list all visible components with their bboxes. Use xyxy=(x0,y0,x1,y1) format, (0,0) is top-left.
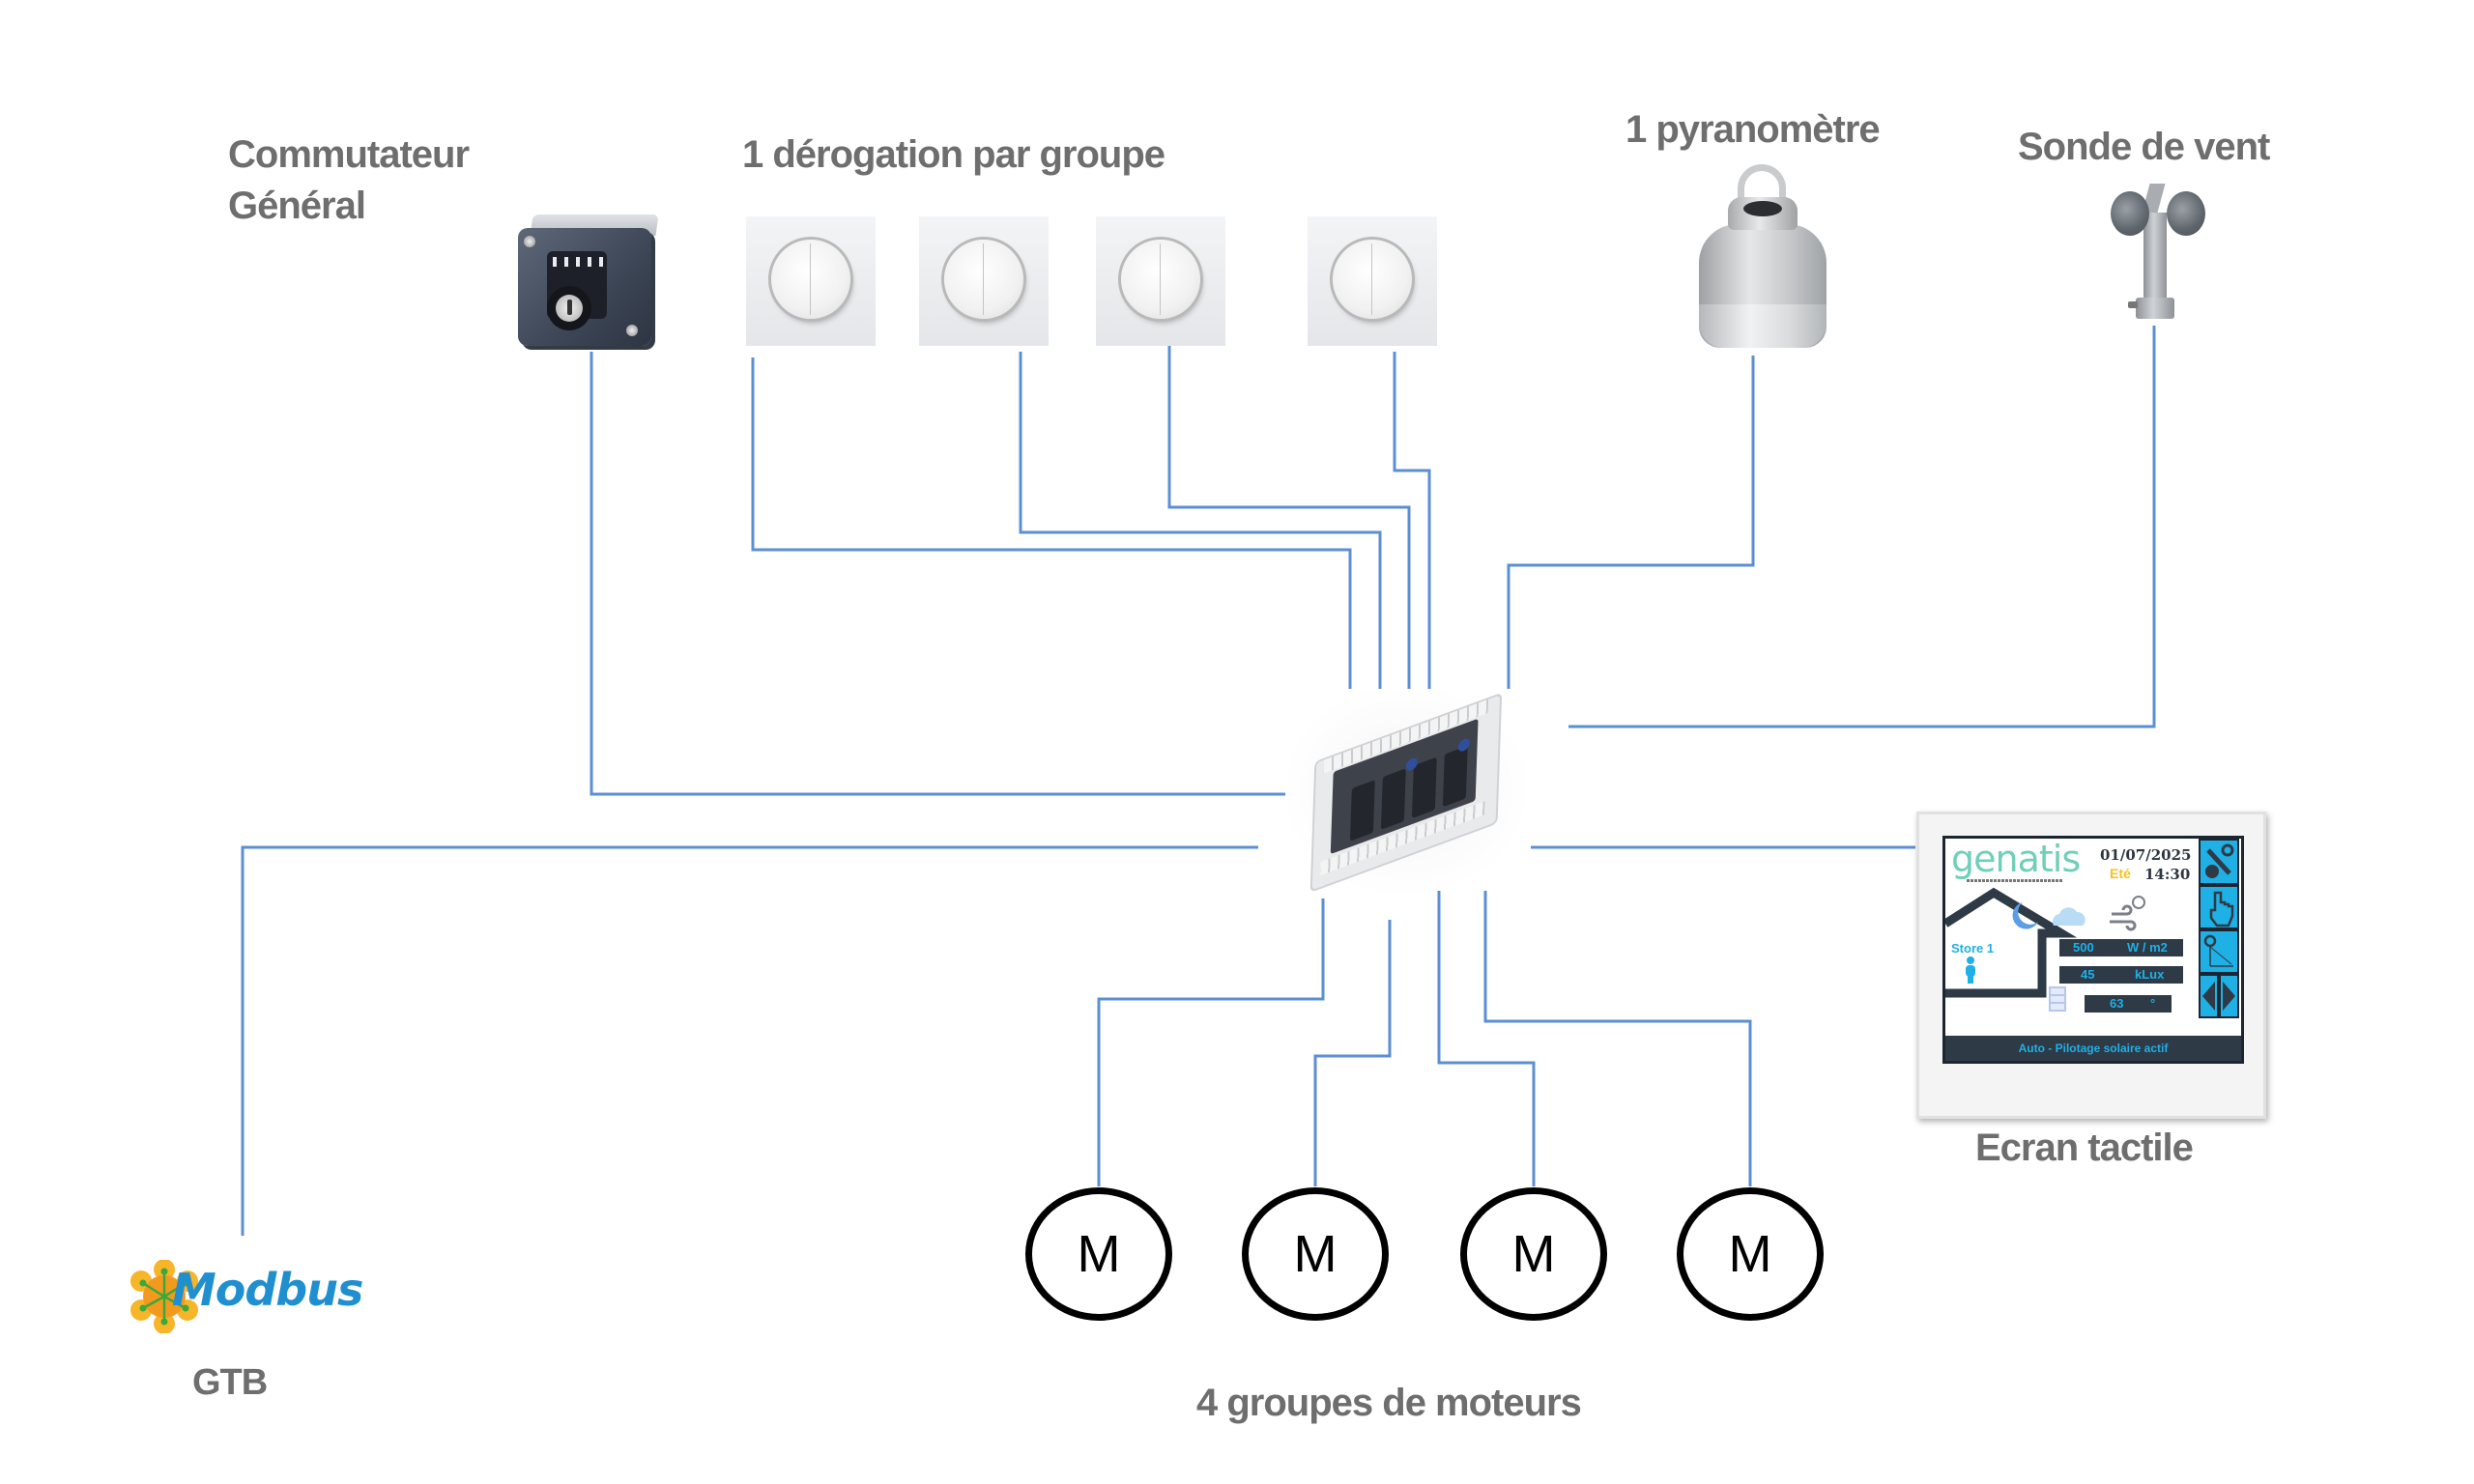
manual-hand-icon xyxy=(2209,891,2234,928)
wire-override-1 xyxy=(751,357,1352,689)
irradiance-unit: W / m2 xyxy=(2127,940,2168,955)
label-override: 1 dérogation par groupe xyxy=(742,133,1165,176)
wire-modbus xyxy=(241,845,1258,1236)
label-wind-sensor: Sonde de vent xyxy=(2018,126,2270,168)
motor-2: M xyxy=(1242,1187,1389,1321)
pyranometer-icon xyxy=(1699,164,1827,348)
wire-override-2 xyxy=(1019,352,1382,689)
controller-module-icon xyxy=(1289,690,1523,893)
angle-unit: ° xyxy=(2150,996,2156,1011)
key-switch-icon xyxy=(518,214,663,346)
wire-motor-3 xyxy=(1437,891,1536,1186)
label-pyranometer: 1 pyranomètre xyxy=(1625,108,1881,151)
motor-1: M xyxy=(1025,1187,1172,1321)
brand-tagline xyxy=(1967,879,2063,882)
override-switch-2 xyxy=(919,216,1049,346)
irradiance-field: 500 W / m2 xyxy=(2059,939,2183,956)
illuminance-unit: kLux xyxy=(2135,967,2165,982)
wire-pyranometer xyxy=(1507,356,1755,689)
override-switch-1 xyxy=(746,216,876,346)
label-general-switch-line2: Général xyxy=(228,185,366,227)
angle-field: 63 ° xyxy=(2085,995,2172,1013)
previous-button[interactable] xyxy=(2199,974,2219,1018)
label-gtb: GTB xyxy=(192,1362,268,1403)
moon-icon xyxy=(2012,902,2038,929)
sun-angle-button[interactable] xyxy=(2199,929,2239,974)
screen-date: 01/07/2025 xyxy=(2100,846,2192,864)
screen-season: Eté xyxy=(2110,866,2131,881)
angle-value: 63 xyxy=(2110,996,2124,1011)
settings-tools-icon xyxy=(2205,843,2234,878)
anemometer-icon xyxy=(2107,184,2207,325)
override-switch-4 xyxy=(1308,216,1437,346)
label-motor-groups: 4 groupes de moteurs xyxy=(1196,1382,1582,1424)
arrow-left-icon xyxy=(2202,982,2215,1011)
house-icon xyxy=(1945,887,2078,998)
wire-override-3 xyxy=(1167,319,1411,689)
manual-button[interactable] xyxy=(2199,885,2239,929)
modbus-network-icon xyxy=(130,1260,198,1333)
push-button-switch-icon xyxy=(1333,240,1412,319)
push-button-switch-icon xyxy=(1121,240,1200,319)
wire-motor-4 xyxy=(1483,891,1752,1186)
illuminance-field: 45 kLux xyxy=(2059,966,2183,984)
wire-motor-1 xyxy=(1097,899,1325,1186)
zone-label: Store 1 xyxy=(1951,941,1995,956)
override-switch-3 xyxy=(1096,216,1225,346)
screen-graphics xyxy=(1945,887,2145,1012)
label-touchscreen: Ecran tactile xyxy=(1975,1127,2194,1169)
wire-motor-2 xyxy=(1313,920,1392,1186)
arrow-right-icon xyxy=(2223,982,2235,1011)
sun-angle-icon xyxy=(2203,934,2233,967)
irradiance-value: 500 xyxy=(2073,940,2094,955)
label-general-switch-line1: Commutateur xyxy=(228,133,470,176)
push-button-switch-icon xyxy=(944,240,1023,319)
blind-icon xyxy=(2049,986,2066,1012)
illuminance-value: 45 xyxy=(2081,967,2095,982)
brand-logo: genatis xyxy=(1951,838,2081,880)
next-button[interactable] xyxy=(2219,974,2239,1018)
motor-4: M xyxy=(1677,1187,1824,1321)
cloud-icon xyxy=(2052,907,2086,926)
motor-3: M xyxy=(1460,1187,1607,1321)
push-button-switch-icon xyxy=(771,240,850,319)
touchscreen-panel: genatis 01/07/2025 Eté 14:30 xyxy=(1916,812,2266,1119)
wind-timer-icon xyxy=(2110,896,2145,931)
touchscreen-display: genatis 01/07/2025 Eté 14:30 xyxy=(1942,836,2244,1064)
screen-time: 14:30 xyxy=(2144,866,2191,883)
settings-button[interactable] xyxy=(2199,839,2239,885)
modbus-logo: Modbus xyxy=(128,1260,363,1333)
wire-general-switch xyxy=(590,352,1285,796)
wire-wind-sensor xyxy=(1568,326,2156,728)
person-icon xyxy=(1966,956,1975,984)
status-bar: Auto - Pilotage solaire actif xyxy=(1945,1036,2241,1061)
wire-override-4 xyxy=(1393,352,1431,689)
modbus-logo-text: Modbus xyxy=(172,1264,363,1316)
